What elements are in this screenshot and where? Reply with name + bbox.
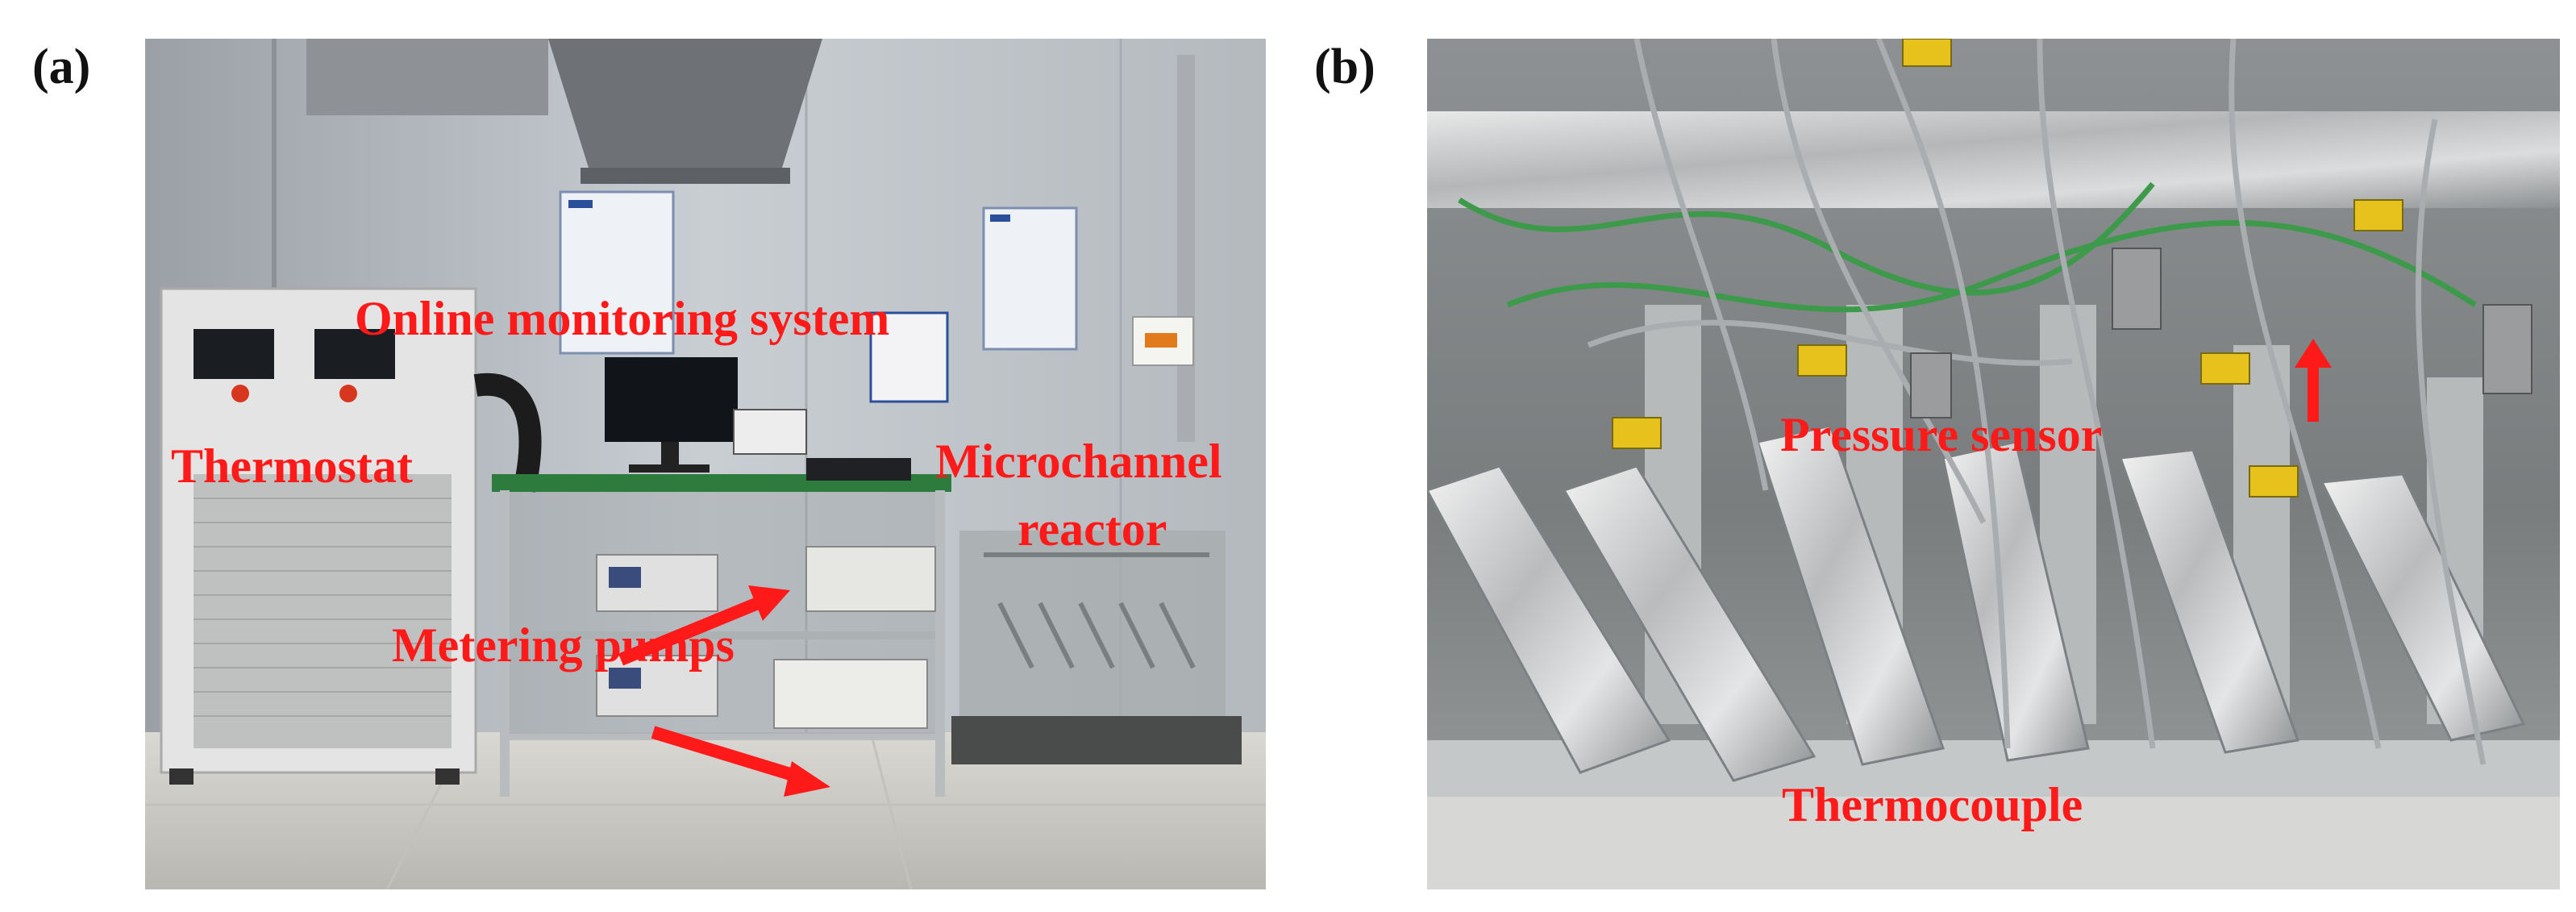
label-thermocouple: Thermocouple xyxy=(1782,778,2083,831)
label-reactor: reactor xyxy=(1017,502,1167,556)
label-online-monitoring-system: Online monitoring system xyxy=(355,292,890,345)
panel-b-photo xyxy=(1427,39,2560,889)
lab-setup-photo xyxy=(145,39,1266,889)
label-pressure-sensor: Pressure sensor xyxy=(1780,408,2103,461)
label-thermostat: Thermostat xyxy=(171,439,413,493)
reactor-closeup-photo xyxy=(1427,39,2560,889)
panel-b-letter: (b) xyxy=(1314,40,1375,94)
label-microchannel: Microchannel xyxy=(935,435,1222,488)
panel-a-letter: (a) xyxy=(32,40,91,94)
label-metering-pumps: Metering pumps xyxy=(392,618,735,672)
panel-a-photo xyxy=(145,39,1266,889)
